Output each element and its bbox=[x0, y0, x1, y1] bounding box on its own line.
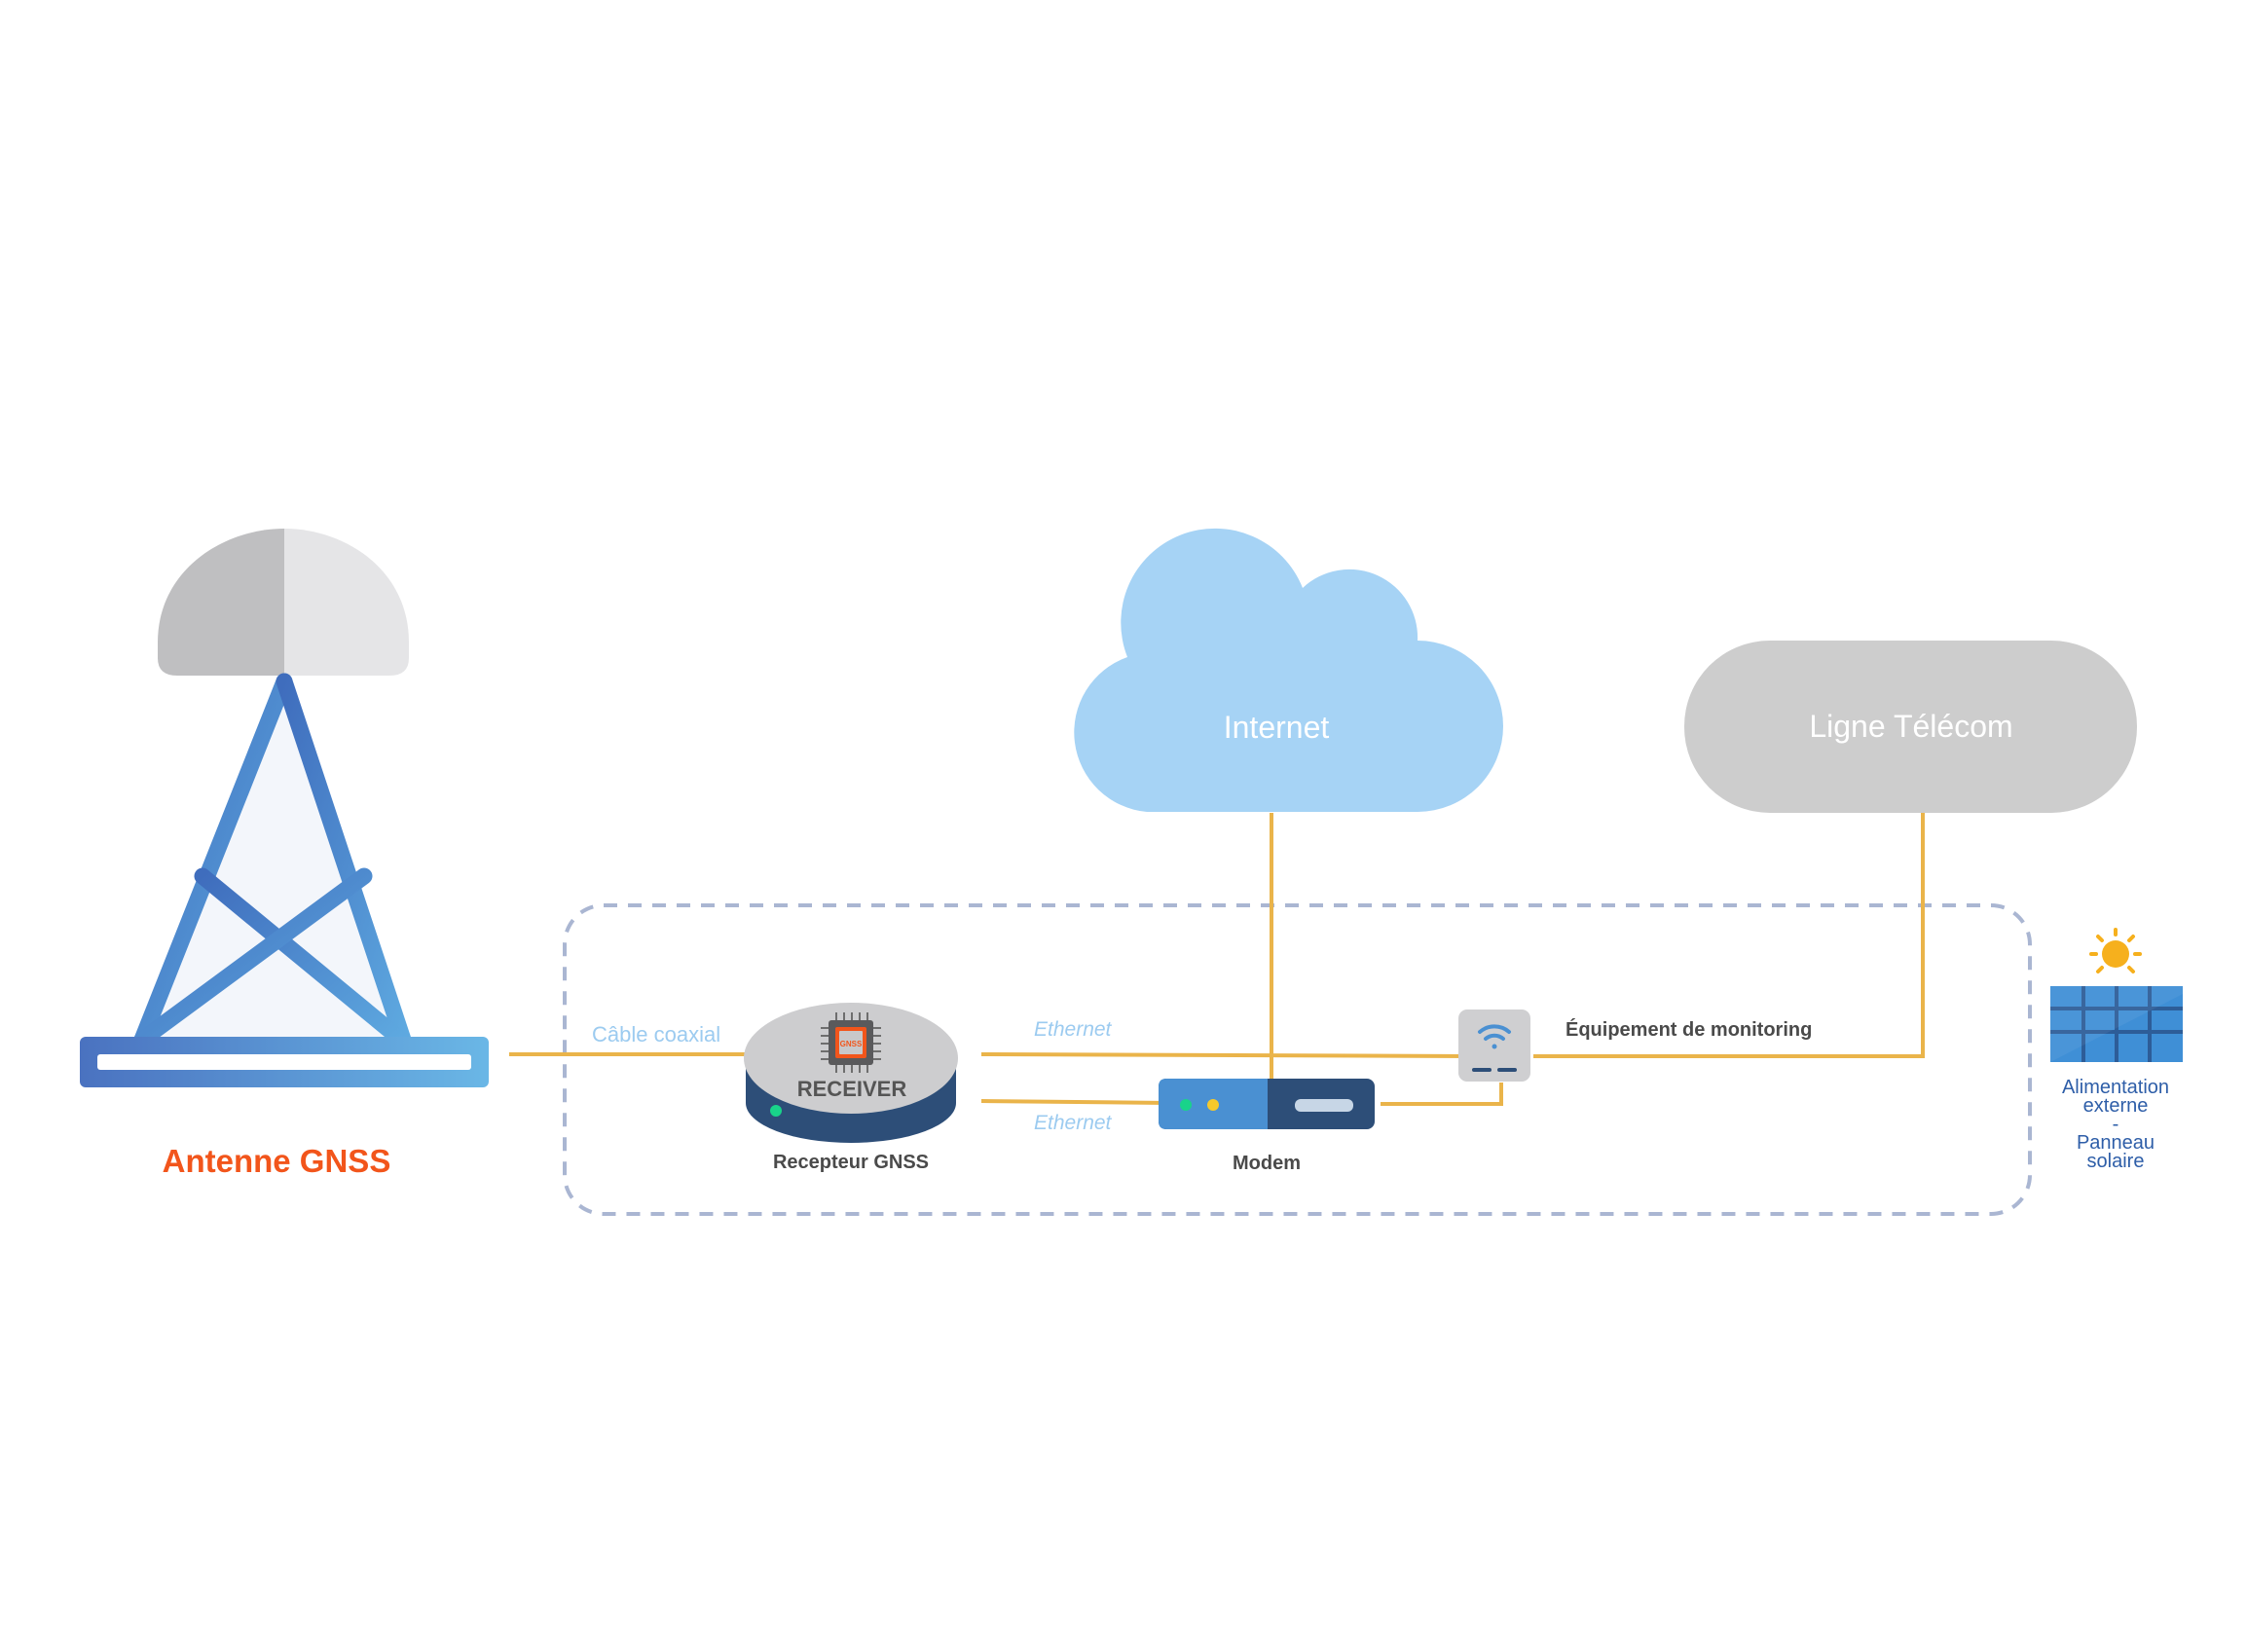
receiver-status-led bbox=[770, 1105, 782, 1117]
power-label-line5: solaire bbox=[2087, 1151, 2145, 1172]
solar-panel-icon bbox=[2050, 986, 2183, 1062]
modem-led-green bbox=[1180, 1099, 1192, 1111]
ethernet-link-bottom bbox=[980, 1099, 1169, 1105]
telecom-line: Ligne Télécom bbox=[1684, 641, 2137, 813]
ethernet-label-top: Ethernet bbox=[1034, 1018, 1113, 1041]
tower-frame bbox=[133, 673, 412, 1048]
receiver-chip-label: GNSS bbox=[840, 1040, 863, 1048]
telecom-link bbox=[1533, 813, 1925, 1058]
modem-monitoring-link bbox=[1381, 1083, 1503, 1106]
coax-cable-label: Câble coaxial bbox=[592, 1022, 720, 1046]
station-zone bbox=[563, 903, 2032, 1216]
power-label-line2: externe bbox=[2083, 1095, 2149, 1117]
power-label-line3: - bbox=[2113, 1114, 2119, 1135]
gnss-receiver: GNSS RECEIVER Recepteur GNSS bbox=[744, 1003, 958, 1173]
receiver-label: Recepteur GNSS bbox=[773, 1152, 929, 1173]
gnss-antenna-tower: Antenne GNSS bbox=[80, 529, 489, 1179]
ethernet-label-bottom: Ethernet bbox=[1034, 1112, 1113, 1134]
power-label: Alimentation externe - Panneau solaire bbox=[2062, 1077, 2169, 1172]
power-label-line4: Panneau bbox=[2077, 1132, 2155, 1154]
sun-icon bbox=[2089, 928, 2142, 973]
telecom-pill bbox=[1684, 641, 2137, 813]
modem-label: Modem bbox=[1233, 1153, 1301, 1174]
modem-led-yellow bbox=[1207, 1099, 1219, 1111]
receiver-device-label: RECEIVER bbox=[797, 1077, 907, 1101]
ethernet-link-top bbox=[980, 1052, 1471, 1058]
cloud-shape bbox=[1074, 528, 1503, 812]
antenna-label: Antenne GNSS bbox=[163, 1143, 391, 1179]
internet-label: Internet bbox=[1224, 710, 1330, 745]
chip-icon: GNSS bbox=[821, 1012, 881, 1073]
internet-cloud: Internet bbox=[1074, 528, 1503, 812]
telecom-label: Ligne Télécom bbox=[1809, 709, 2012, 744]
antenna-dome-right bbox=[284, 529, 409, 676]
monitoring-equipment: Équipement de monitoring bbox=[1458, 1010, 1812, 1082]
modem-display bbox=[1295, 1099, 1353, 1112]
connection-links bbox=[509, 813, 1925, 1106]
antenna-dome-left bbox=[158, 529, 284, 676]
wifi-icon bbox=[1478, 1024, 1511, 1049]
tower-body bbox=[144, 679, 401, 1040]
tower-base-slot bbox=[97, 1054, 471, 1070]
modem: Modem bbox=[1159, 1079, 1375, 1174]
power-label-line1: Alimentation bbox=[2062, 1077, 2169, 1098]
monitoring-label: Équipement de monitoring bbox=[1566, 1018, 1812, 1041]
